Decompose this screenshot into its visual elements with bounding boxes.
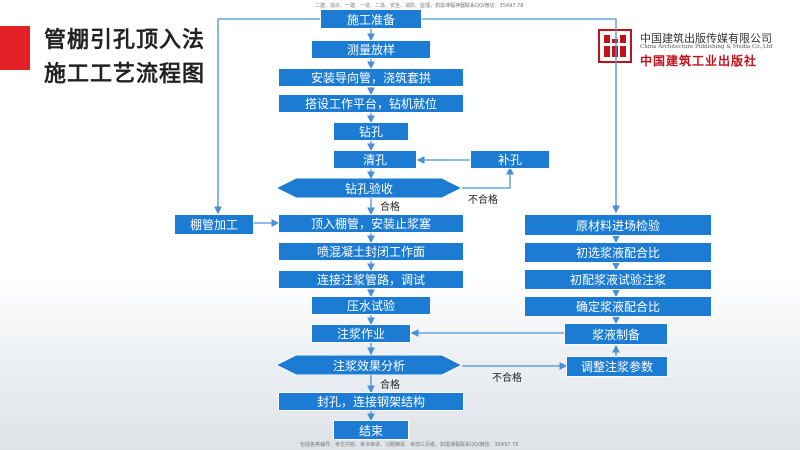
step-redrill: 补孔 xyxy=(470,150,550,169)
step-shotcrete: 喷混凝土封闭工作面 xyxy=(278,242,464,261)
step-start: 施工准备 xyxy=(320,9,422,29)
top-note: 二建、造价、一建、一造、二造、安全、消防、监理，如需课程神器联系QQ/微信：35… xyxy=(315,3,524,9)
step-mix-select: 初选浆液配合比 xyxy=(524,242,712,263)
step-platform: 搭设工作平台，钻机就位 xyxy=(278,94,464,113)
decision-analysis-label: 注浆效果分析 xyxy=(332,358,405,373)
publisher-name-en: China Architecture Publishing & Media Co… xyxy=(640,44,773,50)
step-clean-hole: 清孔 xyxy=(333,150,417,169)
bottom-note: 包括各类辅导、考生内容、考点串讲、习题精讲、考前三页纸，如需课程联系QQ/微信：… xyxy=(300,442,519,448)
publisher-logo-icon xyxy=(598,29,632,63)
page-title-line-1: 管棚引孔顶入法 xyxy=(44,28,206,53)
label-fail-2: 不合格 xyxy=(492,373,522,384)
step-end: 结束 xyxy=(333,420,409,440)
step-survey: 测量放样 xyxy=(311,40,431,59)
publisher-name-cn: 中国建筑出版传媒有限公司 xyxy=(640,32,772,45)
label-pass-2: 合格 xyxy=(380,380,400,391)
step-install-guide: 安装导向管，浇筑套拱 xyxy=(278,68,464,87)
step-grouting: 注浆作业 xyxy=(311,324,411,343)
step-connect-pipe: 连接注浆管路，调试 xyxy=(278,270,464,289)
step-pipe-processing: 棚管加工 xyxy=(174,214,254,235)
decision-inspect-label: 钻孔验收 xyxy=(344,181,393,196)
step-push-pipe: 顶入棚管，安装止浆塞 xyxy=(278,214,464,233)
decision-inspect: 钻孔验收 xyxy=(276,178,462,198)
title-accent-bar xyxy=(0,26,30,70)
step-slurry-prep: 浆液制备 xyxy=(564,323,668,345)
step-mix-confirm: 确定浆液配合比 xyxy=(524,296,712,317)
publisher-name-cn2: 中国建筑工业出版社 xyxy=(640,54,758,68)
step-adjust-params: 调整注浆参数 xyxy=(566,356,668,377)
step-material-inspection: 原材料进场检验 xyxy=(524,214,712,236)
page-title-line-2: 施工工艺流程图 xyxy=(44,62,206,87)
step-seal: 封孔，连接钢架结构 xyxy=(278,392,464,411)
step-drill: 钻孔 xyxy=(333,122,409,141)
label-pass-1: 合格 xyxy=(380,202,400,213)
step-water-test: 压水试验 xyxy=(311,296,431,315)
step-mix-test: 初配浆液试验注浆 xyxy=(524,269,712,290)
decision-analysis: 注浆效果分析 xyxy=(276,355,462,375)
label-fail-1: 不合格 xyxy=(468,195,498,206)
